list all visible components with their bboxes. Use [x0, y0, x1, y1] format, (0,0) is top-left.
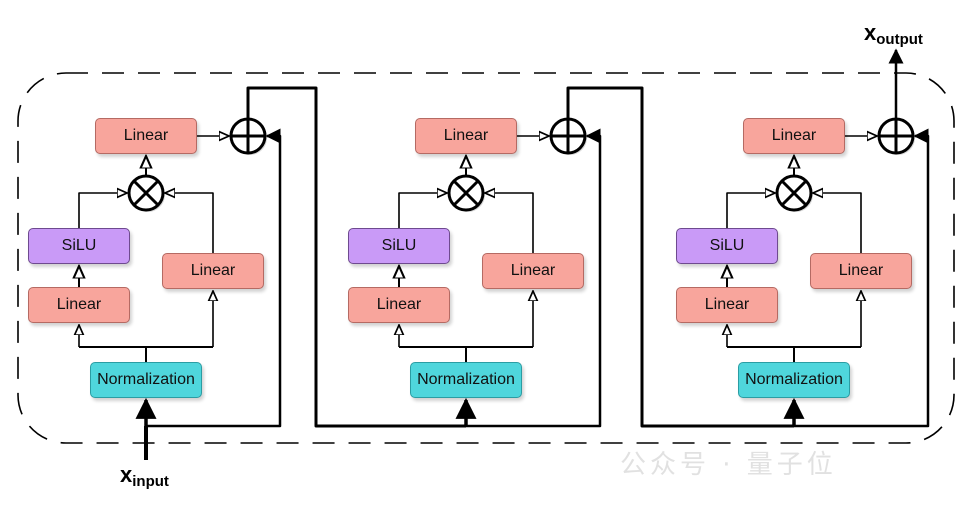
- block-1-linear-out: Linear: [95, 118, 197, 154]
- block-1-normalization-label: Normalization: [97, 371, 195, 388]
- block-1-add-op: [229, 117, 267, 155]
- block-2-linear-gate: Linear: [482, 253, 584, 289]
- block-1-silu-to-mul: [78, 193, 127, 228]
- output-label: xoutput: [864, 20, 923, 48]
- block-1-linear-gate-label: Linear: [190, 262, 236, 279]
- block-2-silu-to-mul: [398, 193, 447, 228]
- block-2-multiply-op: [447, 174, 485, 212]
- block-2-silu-label: SiLU: [381, 237, 417, 254]
- watermark: 公众号 · 量子位: [620, 450, 837, 480]
- block-3-linear-out: Linear: [743, 118, 845, 154]
- block-1-residual-skip: [146, 128, 282, 428]
- block-1-linear-up-label: Linear: [56, 296, 102, 313]
- block-link-2: [566, 86, 794, 428]
- block-3-linear-gate: Linear: [810, 253, 912, 289]
- block-3-normalization-label: Normalization: [745, 371, 843, 388]
- block-1-silu-label: SiLU: [61, 237, 97, 254]
- model-container-dashed-border: [17, 72, 955, 444]
- block-2-linear-up-label: Linear: [376, 296, 422, 313]
- block-3-multiply-op: [775, 174, 813, 212]
- block-3-linear-gate-label: Linear: [838, 262, 884, 279]
- block-3-add-op: [877, 117, 915, 155]
- block-2-normalization-label: Normalization: [417, 371, 515, 388]
- input-label: xinput: [120, 462, 169, 490]
- block-3-residual-skip: [794, 128, 930, 428]
- block-1-normalization: Normalization: [90, 362, 202, 398]
- block-1-linear-up: Linear: [28, 287, 130, 323]
- block-2-linear-out: Linear: [415, 118, 517, 154]
- block-1-multiply-op: [127, 174, 165, 212]
- block-3-linear-up: Linear: [676, 287, 778, 323]
- block-3-linear-up-label: Linear: [704, 296, 750, 313]
- block-3-normalization: Normalization: [738, 362, 850, 398]
- block-3-silu-to-mul: [726, 193, 775, 228]
- block-2-normalization: Normalization: [410, 362, 522, 398]
- block-2-residual-skip: [466, 128, 602, 428]
- block-1-linear-gate: Linear: [162, 253, 264, 289]
- block-3-silu-label: SiLU: [709, 237, 745, 254]
- block-1-silu: SiLU: [28, 228, 130, 264]
- block-3-silu: SiLU: [676, 228, 778, 264]
- block-3-linear-out-label: Linear: [771, 127, 817, 144]
- block-2-gate-to-mul: [485, 193, 534, 253]
- block-3-gate-to-mul: [813, 193, 862, 253]
- block-2-linear-up: Linear: [348, 287, 450, 323]
- block-link-1: [246, 86, 466, 428]
- block-2-add-op: [549, 117, 587, 155]
- block-1-gate-to-mul: [165, 193, 214, 253]
- connection-lines: [78, 48, 930, 460]
- operators: [127, 117, 915, 212]
- block-2-linear-gate-label: Linear: [510, 262, 556, 279]
- block-2-silu: SiLU: [348, 228, 450, 264]
- block-1-linear-out-label: Linear: [123, 127, 169, 144]
- block-2-linear-out-label: Linear: [443, 127, 489, 144]
